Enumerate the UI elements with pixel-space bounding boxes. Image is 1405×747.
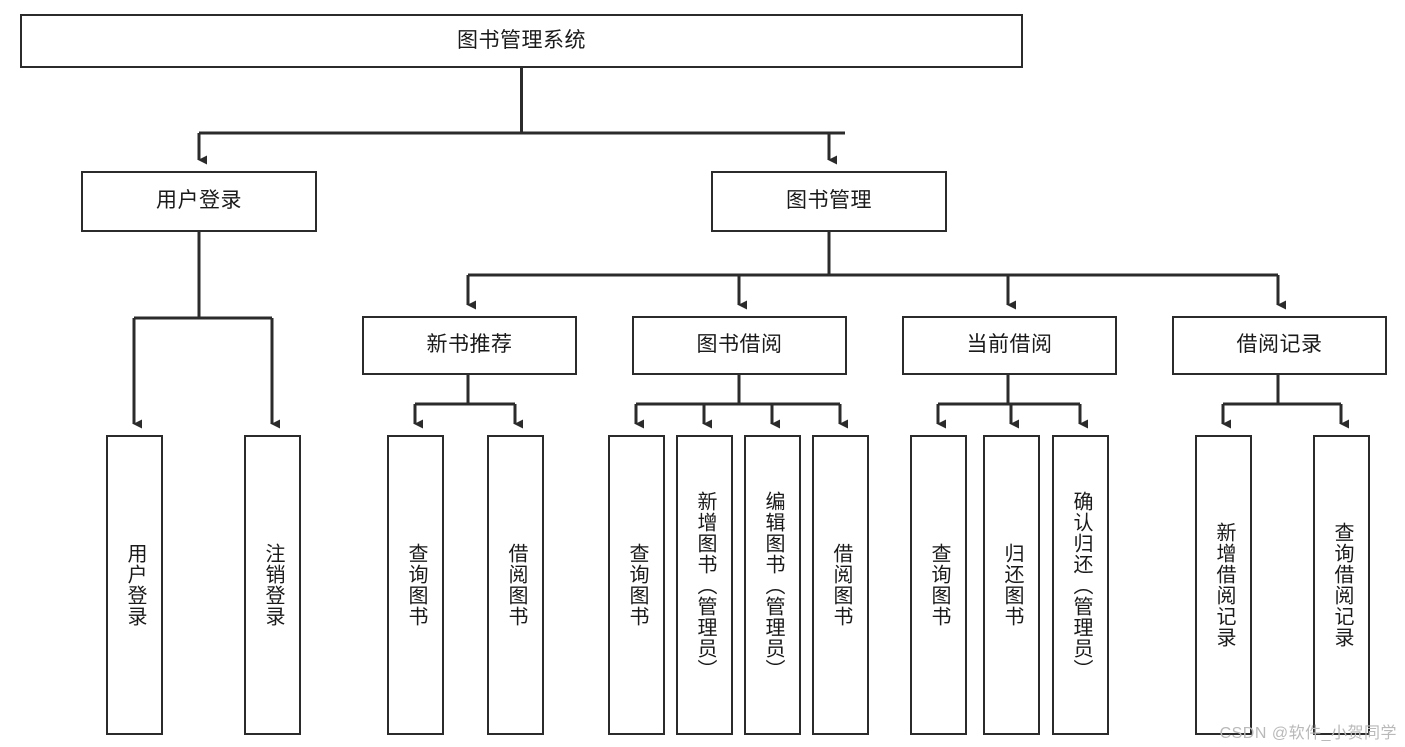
node-leaf-user-logout[interactable]: 注销登录 — [244, 435, 301, 735]
node-leaf-query-book-rec-label: 查询图书 — [405, 543, 427, 627]
node-leaf-confirm-return[interactable]: 确认归还（管理员） — [1052, 435, 1109, 735]
node-leaf-query-record-label: 查询借阅记录 — [1331, 522, 1353, 648]
node-leaf-add-book[interactable]: 新增图书（管理员） — [676, 435, 733, 735]
node-leaf-add-record[interactable]: 新增借阅记录 — [1195, 435, 1252, 735]
node-new-book-rec[interactable]: 新书推荐 — [362, 316, 577, 375]
node-current-borrow[interactable]: 当前借阅 — [902, 316, 1117, 375]
node-leaf-add-record-label: 新增借阅记录 — [1213, 522, 1235, 648]
node-leaf-user-login-label: 用户登录 — [124, 543, 146, 627]
node-leaf-edit-book-label: 编辑图书（管理员） — [762, 490, 784, 680]
node-borrow-record[interactable]: 借阅记录 — [1172, 316, 1387, 375]
node-leaf-return-book-label: 归还图书 — [1001, 543, 1023, 627]
node-leaf-query-record[interactable]: 查询借阅记录 — [1313, 435, 1370, 735]
node-leaf-query-book-cur[interactable]: 查询图书 — [910, 435, 967, 735]
node-root-label: 图书管理系统 — [457, 28, 586, 52]
node-leaf-borrow-book-rec[interactable]: 借阅图书 — [487, 435, 544, 735]
csdn-watermark: CSDN @软件_小贺同学 — [1219, 725, 1397, 742]
node-leaf-query-book-rec[interactable]: 查询图书 — [387, 435, 444, 735]
node-leaf-return-book[interactable]: 归还图书 — [983, 435, 1040, 735]
node-user-login[interactable]: 用户登录 — [81, 171, 317, 232]
node-book-borrow[interactable]: 图书借阅 — [632, 316, 847, 375]
node-leaf-borrow-book-rec-label: 借阅图书 — [505, 543, 527, 627]
node-borrow-record-label: 借阅记录 — [1236, 333, 1323, 357]
node-leaf-query-book-cur-label: 查询图书 — [928, 543, 950, 627]
node-leaf-confirm-return-label: 确认归还（管理员） — [1070, 490, 1092, 680]
node-leaf-query-book-label: 查询图书 — [626, 543, 648, 627]
node-leaf-user-login[interactable]: 用户登录 — [106, 435, 163, 735]
node-new-book-rec-label: 新书推荐 — [426, 333, 513, 357]
node-leaf-user-logout-label: 注销登录 — [262, 543, 284, 627]
node-book-manage[interactable]: 图书管理 — [711, 171, 947, 232]
node-user-login-label: 用户登录 — [156, 189, 242, 213]
node-book-manage-label: 图书管理 — [786, 189, 872, 213]
node-current-borrow-label: 当前借阅 — [966, 333, 1053, 357]
node-leaf-add-book-label: 新增图书（管理员） — [694, 490, 716, 680]
node-leaf-query-book[interactable]: 查询图书 — [608, 435, 665, 735]
node-book-borrow-label: 图书借阅 — [696, 333, 783, 357]
node-root[interactable]: 图书管理系统 — [20, 14, 1023, 68]
node-leaf-borrow-book-label: 借阅图书 — [830, 543, 852, 627]
node-leaf-edit-book[interactable]: 编辑图书（管理员） — [744, 435, 801, 735]
node-leaf-borrow-book[interactable]: 借阅图书 — [812, 435, 869, 735]
